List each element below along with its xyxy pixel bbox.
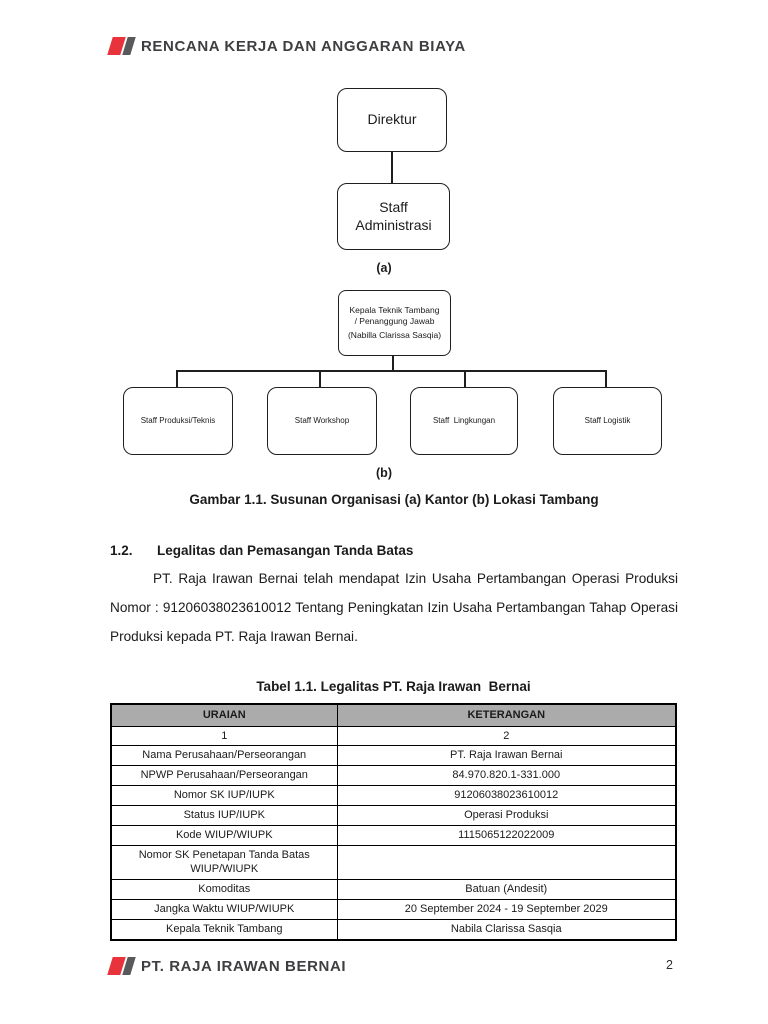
org-node-direktur: Direktur xyxy=(337,88,447,152)
table-row: Status IUP/IUPK Operasi Produksi xyxy=(110,804,677,826)
cell-uraian: Nomor SK IUP/IUPK xyxy=(110,785,338,806)
page-footer: PT. RAJA IRAWAN BERNAI xyxy=(107,956,346,976)
table-row: Jangka Waktu WIUP/WIUPK 20 September 202… xyxy=(110,899,677,920)
table-row: Nomor SK IUP/IUPK 91206038023610012 xyxy=(110,785,677,806)
cell-keterangan: 91206038023610012 xyxy=(336,785,677,806)
cell-keterangan: Operasi Produksi xyxy=(336,804,677,826)
cell-uraian: Kepala Teknik Tambang xyxy=(110,918,338,941)
brand-logo-icon xyxy=(107,36,136,56)
chart-b-label: (b) xyxy=(376,466,392,480)
cell-keterangan: Batuan (Andesit) xyxy=(336,879,677,901)
connector-line xyxy=(176,370,607,372)
connector-line xyxy=(176,370,178,388)
header-title: RENCANA KERJA DAN ANGGARAN BIAYA xyxy=(141,37,466,55)
table-row: Nomor SK Penetapan Tanda Batas WIUP/WIUP… xyxy=(110,844,677,881)
table-row: NPWP Perusahaan/Perseorangan 84.970.820.… xyxy=(110,765,677,787)
connector-line xyxy=(391,152,393,183)
cell-keterangan: 84.970.820.1-331.000 xyxy=(336,765,677,787)
section-heading: 1.2. Legalitas dan Pemasangan Tanda Batas xyxy=(110,543,678,558)
org-node-kepala-teknik-tambang: Kepala Teknik Tambang / Penanggung Jawab… xyxy=(338,290,451,356)
brand-logo-icon xyxy=(107,956,136,976)
ktt-title-line1: Kepala Teknik Tambang xyxy=(349,305,440,316)
cell-keterangan: Nabila Clarissa Sasqia xyxy=(336,918,677,941)
cell-uraian: Kode WIUP/WIUPK xyxy=(110,824,338,846)
connector-line xyxy=(605,370,607,388)
page-header: RENCANA KERJA DAN ANGGARAN BIAYA xyxy=(107,36,466,56)
cell-keterangan: 1115065122022009 xyxy=(336,824,677,846)
column-header-uraian: URAIAN xyxy=(110,703,338,727)
cell-uraian: Komoditas xyxy=(110,879,338,901)
org-node-staff-produksi-teknis: Staff Produksi/Teknis xyxy=(123,387,233,455)
cell-keterangan: PT. Raja Irawan Bernai xyxy=(336,745,677,767)
ktt-person-name: (Nabilla Clarissa Sasqia) xyxy=(347,330,442,341)
table-row: Komoditas Batuan (Andesit) xyxy=(110,879,677,901)
subheader-cell: 2 xyxy=(336,725,677,747)
cell-uraian: Jangka Waktu WIUP/WIUPK xyxy=(110,899,338,920)
legalitas-table: URAIAN KETERANGAN 1 2 Nama Perusahaan/Pe… xyxy=(110,703,677,941)
table-header-row: URAIAN KETERANGAN xyxy=(110,703,677,727)
table-row: Kepala Teknik Tambang Nabila Clarissa Sa… xyxy=(110,918,677,941)
cell-keterangan: 20 September 2024 - 19 September 2029 xyxy=(336,899,677,920)
cell-uraian: NPWP Perusahaan/Perseorangan xyxy=(110,765,338,787)
ktt-title-line2: / Penanggung Jawab xyxy=(354,315,435,326)
section-number: 1.2. xyxy=(110,543,133,558)
section-title: Legalitas dan Pemasangan Tanda Batas xyxy=(157,543,414,558)
cell-keterangan xyxy=(336,844,677,881)
table-row: Kode WIUP/WIUPK 1115065122022009 xyxy=(110,824,677,846)
connector-line xyxy=(464,370,466,388)
table-row: Nama Perusahaan/Perseorangan PT. Raja Ir… xyxy=(110,745,677,767)
org-node-staff-workshop: Staff Workshop xyxy=(267,387,377,455)
org-node-staff-logistik: Staff Logistik xyxy=(553,387,662,455)
org-node-staff-administrasi: Staff Administrasi xyxy=(337,183,450,250)
page-number: 2 xyxy=(666,958,673,972)
org-node-staff-lingkungan: Staff Lingkungan xyxy=(410,387,518,455)
connector-line xyxy=(319,370,321,388)
subheader-cell: 1 xyxy=(110,725,338,747)
body-paragraph: PT. Raja Irawan Bernai telah mendapat Iz… xyxy=(110,571,678,644)
chart-a-label: (a) xyxy=(376,261,392,275)
cell-uraian: Status IUP/IUPK xyxy=(110,804,338,826)
table-subheader-row: 1 2 xyxy=(110,725,677,747)
connector-line xyxy=(392,355,394,371)
column-header-keterangan: KETERANGAN xyxy=(336,703,677,727)
table-title: Tabel 1.1. Legalitas PT. Raja Irawan Ber… xyxy=(256,679,531,694)
cell-uraian: Nomor SK Penetapan Tanda Batas WIUP/WIUP… xyxy=(110,844,338,881)
figure-caption: Gambar 1.1. Susunan Organisasi (a) Kanto… xyxy=(189,492,599,507)
cell-uraian: Nama Perusahaan/Perseorangan xyxy=(110,745,338,767)
footer-company-name: PT. RAJA IRAWAN BERNAI xyxy=(141,957,347,975)
